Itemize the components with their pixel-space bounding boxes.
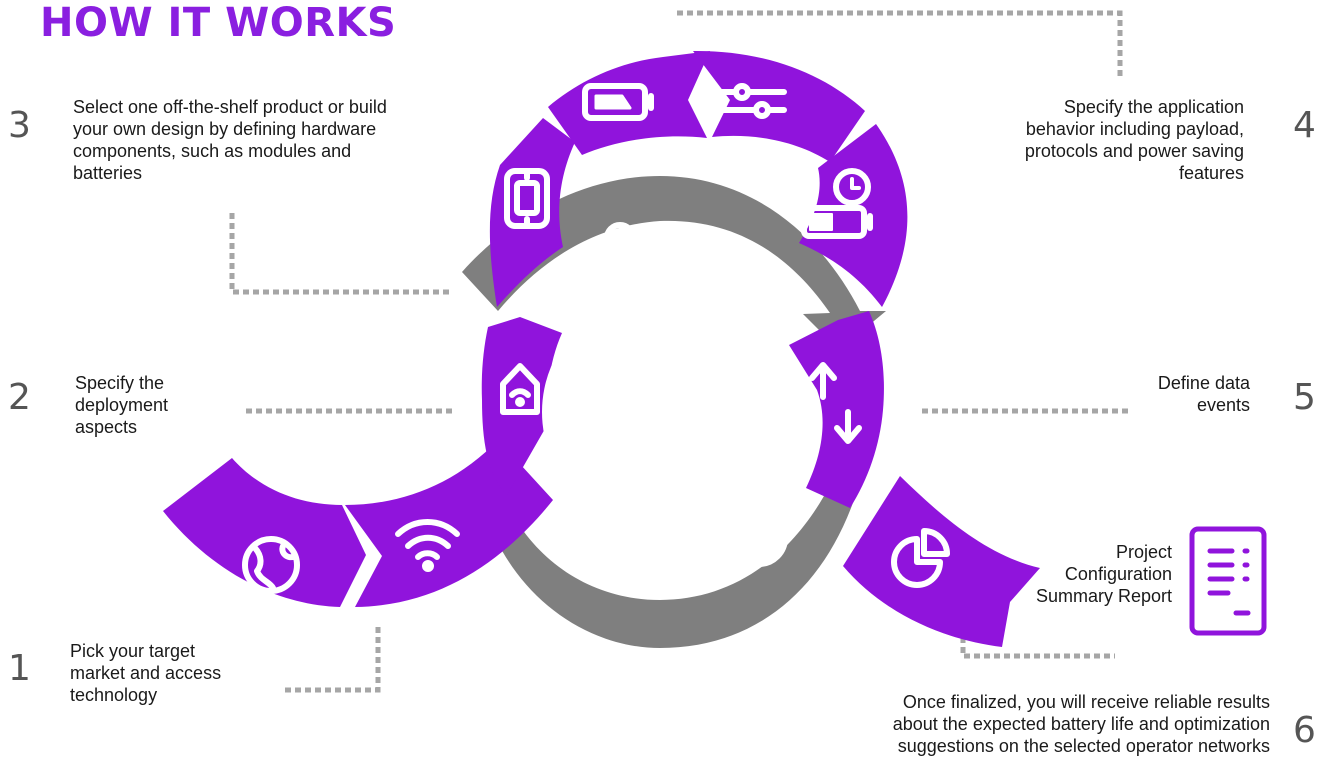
step-text-line: about the expected battery life and opti… (892, 714, 1270, 734)
sliders-icon (717, 83, 787, 119)
purple-ring (163, 50, 1040, 647)
report-label-line: Configuration (1064, 564, 1172, 584)
segment-arrows (789, 311, 884, 508)
inner-label-bottom-line: to improve (614, 544, 676, 559)
step-number-1: 1 (8, 648, 31, 689)
step-text-line: events (1196, 395, 1250, 415)
step-text-6: Once finalized, you will receive reliabl… (780, 691, 1270, 757)
step-text-line: components, such as modules and (73, 141, 352, 161)
step-text-4: Specify the application behavior includi… (940, 96, 1244, 184)
step-text-1: Pick your target market and access techn… (70, 640, 270, 706)
grey-arc-bottom (472, 455, 858, 648)
inner-label-top-line: Product Shelf (640, 244, 719, 259)
tap-hand-icon (601, 222, 650, 289)
segment-battery-clock (799, 124, 908, 307)
home-wifi-icon (500, 363, 540, 415)
segment-sliders (693, 50, 865, 162)
step-number-2: 2 (8, 377, 31, 418)
leader-line-1 (285, 627, 381, 693)
step-text-line: Specify the application (1063, 97, 1244, 117)
step-text-line: Pick your target (70, 641, 196, 661)
step-number-4: 4 (1293, 105, 1316, 146)
inner-label-top-line: Select from (640, 228, 706, 243)
report-label-line: Project (1115, 542, 1172, 562)
wifi-icon (395, 519, 460, 572)
step-text-line: protocols and power saving (1024, 141, 1244, 161)
step-text-line: Specify the (75, 373, 165, 393)
step-number-3: 3 (8, 105, 31, 146)
step-text-line: deployment (75, 395, 169, 415)
pie-chart-icon (891, 528, 950, 588)
center-circle (542, 294, 778, 530)
battery-icon (582, 83, 654, 121)
inner-label-bottom-line: business case (603, 560, 687, 575)
leader-lines (229, 10, 1128, 693)
step-text-line: suggestions on the selected operator net… (897, 736, 1270, 756)
globe-icon (242, 536, 300, 594)
step-number-5: 5 (1293, 377, 1316, 418)
step-text-line: your own design by defining hardware (73, 119, 377, 139)
segment-globe (163, 458, 366, 607)
inner-label-bottom-line: Optimize design (598, 528, 692, 543)
step-text-5: Define data events (1100, 372, 1250, 416)
leader-line-4 (677, 10, 1123, 80)
report-label-line: Summary Report (1035, 586, 1172, 606)
report-label: Project Configuration Summary Report (1010, 541, 1172, 607)
step-text-line: behavior including payload, (1025, 119, 1244, 139)
step-number-6: 6 (1293, 710, 1316, 751)
step-text-line: features (1178, 163, 1244, 183)
step-text-line: market and access (70, 663, 222, 683)
step-text-line: technology (70, 685, 158, 705)
step-text-2: Specify the deployment aspects (75, 372, 235, 438)
step-text-line: batteries (73, 163, 143, 183)
step-text-line: Define data (1157, 373, 1250, 393)
page-title: HOW IT WORKS (40, 0, 397, 46)
step-text-line: aspects (75, 417, 138, 437)
sim-card-icon (504, 168, 550, 229)
step-text-3: Select one off-the-shelf product or buil… (73, 96, 473, 184)
inner-label-bottom: Optimize design to improve business case (590, 528, 700, 576)
segment-battery (548, 51, 710, 155)
target-icon (730, 509, 788, 567)
grey-arc-top (462, 176, 886, 350)
up-down-arrows-icon (809, 362, 862, 444)
step-text-line: Select one off-the-shelf product or buil… (73, 97, 387, 117)
inner-label-top: Select from Product Shelf (640, 228, 730, 260)
step-text-line: Once finalized, you will receive reliabl… (902, 692, 1270, 712)
battery-clock-icon (801, 168, 873, 239)
report-document-icon (1189, 526, 1267, 636)
leader-line-3 (229, 213, 452, 295)
